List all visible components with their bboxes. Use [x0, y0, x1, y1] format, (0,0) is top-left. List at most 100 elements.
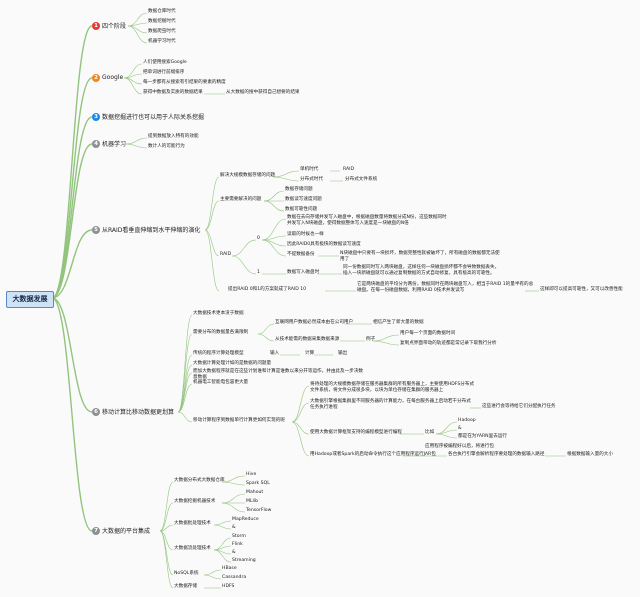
connector-line — [272, 170, 300, 178]
connector-line — [221, 475, 246, 483]
connector-line — [127, 12, 148, 27]
leaf: Spark SQL — [246, 481, 270, 486]
connector-line — [51, 116, 93, 299]
leaf: 复制点界面带动的轨迹都是常记录下取我行分析 — [400, 341, 497, 346]
leaf: & — [458, 426, 462, 431]
connector-line — [127, 25, 148, 34]
leaf: 用户每一个页面的数据时间 — [400, 331, 456, 336]
node: 例子 — [366, 337, 376, 342]
leaf: MLlib — [246, 499, 258, 504]
connector-line — [51, 229, 93, 299]
leaf: 数据读写速度问题 — [285, 197, 322, 202]
leaf: 这些进行会等待给它们分配执行任务 — [482, 404, 556, 409]
number-badge-icon: 4 — [92, 139, 100, 148]
leaf: 这样即可以提高可靠性，又可以改善性能 — [540, 287, 623, 292]
leaf: 不提数据备份 — [287, 252, 315, 257]
connector-line — [257, 323, 275, 335]
leaf: 数据仓库时代 — [148, 9, 176, 14]
branch-7-label: 大数据的平台集成 — [102, 528, 151, 535]
connector-line — [221, 481, 246, 486]
connector-line — [263, 190, 285, 202]
node: 分布式时代 — [300, 177, 323, 182]
leaf: 数据挖掘时代 — [148, 19, 176, 24]
root-node[interactable]: 大数据发展 — [6, 291, 54, 308]
branch-7[interactable]: 7 大数据的平台集成 — [92, 526, 150, 535]
node: 单机时代 — [300, 167, 319, 172]
connector-line — [231, 239, 257, 257]
leaf: 因此RAID0具有极快的数据读写速度 — [287, 242, 361, 247]
connector-line — [51, 143, 93, 299]
node: 而加大数据程序就是在这些计划谁和计算是谁数以来分开等运作，并由此及一步决数意数据 — [193, 369, 363, 380]
leaf: 根据数据输入量的大小 — [567, 452, 613, 457]
branch-4[interactable]: 4 机器学习 — [92, 139, 126, 148]
number-badge-icon: 2 — [92, 73, 100, 82]
number-badge-icon: 1 — [92, 21, 100, 30]
node: 传统的程序计算处理模型 — [193, 351, 244, 356]
leaf: 分布式文件系统 — [345, 177, 378, 182]
leaf: 从大数据的搜中获得自己想要的结果 — [226, 90, 300, 95]
connector-line — [372, 334, 400, 342]
leaf: 读取的时候也一样 — [287, 232, 324, 237]
branch-3[interactable]: 3 数据挖掘进行也可以用于人际关系挖掘 — [92, 112, 204, 121]
connector-line — [291, 385, 310, 423]
number-badge-icon: 7 — [92, 526, 100, 535]
branch-6[interactable]: 6 移动计算比移动数据更划算 — [92, 407, 174, 416]
node: 大数据存储 — [174, 584, 197, 589]
node: 大数据流处理技术 — [174, 546, 211, 551]
leaf: 提到数据放入特有的效能 — [148, 134, 199, 139]
node: 提出RAID 0和1的方案就成了RAID 10 — [228, 287, 307, 292]
leaf: 把单词进行前缀排序 — [143, 70, 185, 75]
connector-line — [123, 77, 143, 95]
connector-line — [261, 218, 287, 241]
node: 互联网用户数据必然成本由在公司用户 — [275, 320, 354, 325]
connector-line — [159, 502, 174, 532]
connector-line — [372, 340, 400, 346]
connector-line — [51, 25, 93, 299]
leaf: 大数据引擎根据集群里不同服务器的计算能力，在每台服务器上启动若干分布式任务执行进… — [310, 399, 471, 410]
leaf: 计算 — [305, 351, 315, 356]
leaf: 各台执行引擎会解析程序要处理的数据输入路径 — [448, 452, 545, 457]
node: 比如 — [425, 430, 435, 435]
connector-line — [213, 524, 232, 530]
connector-line — [263, 200, 285, 212]
leaf: Flink — [232, 542, 243, 547]
node: 1 — [257, 270, 260, 275]
node: 大数据分布式大数据仓库 — [174, 478, 225, 483]
branch-6-label: 移动计算比移动数据更划算 — [102, 409, 175, 416]
branch-2[interactable]: 2 Google — [92, 73, 123, 82]
connector-line — [159, 524, 174, 532]
node: 从技术能需的数据采集数据来源 — [275, 337, 340, 342]
leaf: 应用程序被编程好以后，将进行包 — [425, 444, 494, 449]
connector-line — [123, 63, 143, 79]
node: 大数据计算处理计如的是数据的问题量 — [193, 361, 272, 366]
branch-5[interactable]: 5 从RAID看垂直伸缩到水平伸缩的演化 — [92, 225, 200, 234]
connector-line — [204, 229, 220, 292]
connector-line — [177, 333, 193, 413]
leaf: 人们使用搜索Google — [143, 60, 187, 65]
connector-line — [159, 530, 174, 589]
connector-line — [257, 333, 275, 342]
connector-line — [221, 502, 246, 513]
connector-line — [203, 574, 222, 580]
leaf: Cassandra — [222, 575, 247, 580]
leaf: Streaming — [232, 558, 256, 563]
connector-line — [291, 421, 310, 457]
leaf: 输入 — [270, 351, 280, 356]
connector-line — [159, 481, 174, 532]
connector-line — [291, 421, 310, 435]
node: 解决大规模数据存储的问题 — [220, 173, 276, 178]
leaf: 同一份数据同时写入两块磁盘，这样任何一块磁盘损坏都不会导致数据丢失，插入一块新磁… — [343, 265, 500, 276]
connector-line — [177, 383, 193, 413]
connector-line — [203, 569, 222, 576]
branch-1[interactable]: 1 四个阶段 — [92, 21, 126, 30]
leaf: TensorFlow — [246, 508, 272, 513]
node: 使用大数据计算框架支持的编程模型进行编程 — [310, 430, 402, 435]
leaf: 数据爬虫时代 — [148, 29, 176, 34]
leaf: Hadoop — [458, 418, 476, 423]
leaf: 数据存储问题 — [285, 187, 313, 192]
connector-line — [204, 176, 220, 231]
connector-line — [123, 77, 143, 85]
leaf: N块磁盘中只要有一块损坏，数据完整性就被破坏了，所有磁盘的数据都无法使用了 — [340, 251, 500, 262]
node: NoSQL系统 — [174, 571, 199, 576]
leaf: 数据可靠性问题 — [285, 207, 318, 212]
